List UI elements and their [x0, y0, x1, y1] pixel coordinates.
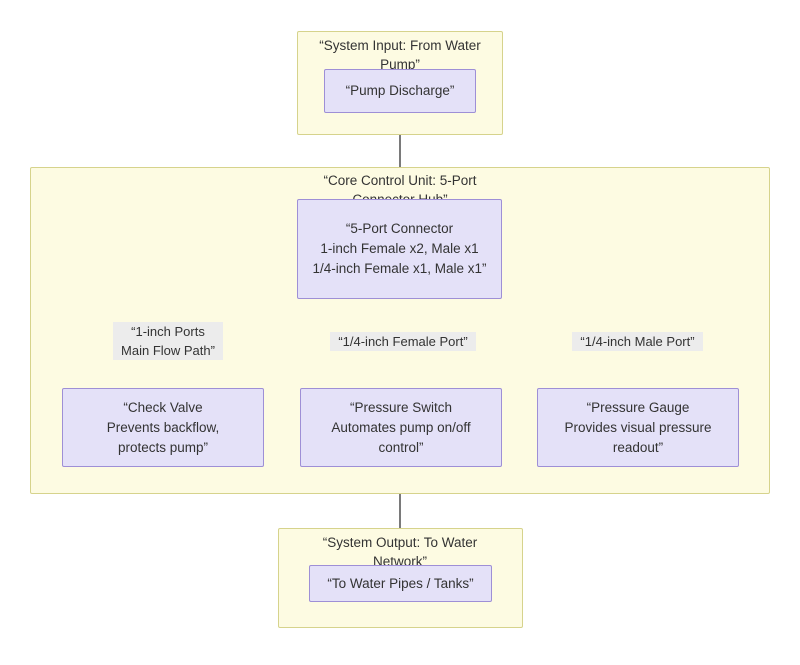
node-pressure-switch-label: “Pressure Switch Automates pump on/off c…: [331, 399, 471, 455]
node-to-water-pipes[interactable]: “To Water Pipes / Tanks”: [309, 565, 492, 602]
node-pump-discharge-label: “Pump Discharge”: [345, 83, 455, 98]
edge-label-quarter-inch-male-port: “1/4-inch Male Port”: [572, 332, 703, 351]
node-pressure-switch[interactable]: “Pressure Switch Automates pump on/off c…: [300, 388, 502, 467]
node-check-valve-label: “Check Valve Prevents backflow, protects…: [106, 399, 220, 455]
node-pump-discharge[interactable]: “Pump Discharge”: [324, 69, 476, 113]
edge-label-1-inch-ports: “1-inch Ports Main Flow Path”: [113, 322, 223, 360]
node-five-port-connector-label: “5-Port Connector 1-inch Female x2, Male…: [312, 221, 487, 276]
node-pressure-gauge[interactable]: “Pressure Gauge Provides visual pressure…: [537, 388, 739, 467]
node-check-valve[interactable]: “Check Valve Prevents backflow, protects…: [62, 388, 264, 467]
node-five-port-connector[interactable]: “5-Port Connector 1-inch Female x2, Male…: [297, 199, 502, 299]
edge-label-quarter-inch-female-port: “1/4-inch Female Port”: [330, 332, 476, 351]
node-pressure-gauge-label: “Pressure Gauge Provides visual pressure…: [564, 399, 712, 455]
node-to-water-pipes-label: “To Water Pipes / Tanks”: [327, 575, 474, 591]
